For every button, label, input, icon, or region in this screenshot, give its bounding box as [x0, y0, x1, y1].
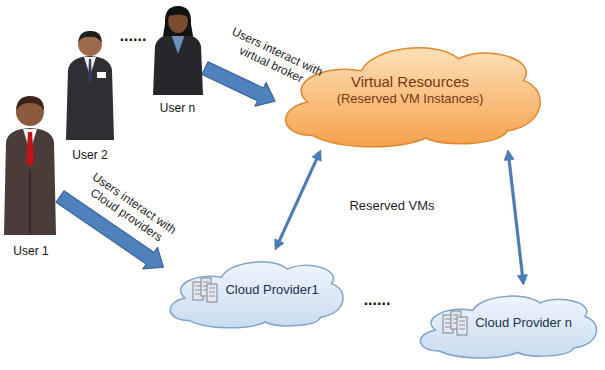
fringe [168, 8, 189, 18]
server-slot [445, 318, 451, 319]
hair [16, 96, 44, 110]
node-title: User n [160, 101, 195, 115]
provider-cloud: Cloud Provider1 [163, 250, 346, 330]
hair [78, 31, 102, 42]
tie [26, 132, 34, 167]
server-slot [453, 314, 459, 315]
user-node: User 1 [2, 95, 60, 258]
edge-group-label: Reserved VMs [349, 198, 434, 213]
server-slot [209, 296, 215, 297]
server-slot [195, 290, 201, 291]
server-slot [209, 292, 215, 293]
server-slot [445, 322, 451, 323]
cloud-shape [421, 296, 597, 358]
user-figure [66, 31, 114, 140]
suit [66, 56, 114, 140]
server-slot [195, 286, 201, 287]
node-title: Cloud Provider n [475, 315, 572, 331]
ellipsis: ...... [120, 27, 147, 45]
server-slot [195, 294, 201, 295]
server-slot [203, 282, 209, 283]
server-box [207, 284, 217, 302]
server-slot [209, 288, 215, 289]
suit-seam [29, 170, 31, 235]
hair [163, 6, 193, 36]
user-figure [153, 6, 203, 95]
server-slot [459, 324, 465, 325]
server-slot [445, 326, 451, 327]
badge [97, 72, 106, 78]
virtual-resources-cloud: Virtual Resources(Reserved VM Instances) [275, 30, 545, 150]
server-icon [191, 276, 219, 304]
node-title: Virtual Resources [351, 73, 469, 91]
cloud-shape [286, 48, 541, 147]
suit [4, 128, 56, 235]
server-icon [441, 309, 469, 337]
double-arrow [275, 150, 321, 250]
cloud-shape [171, 262, 344, 328]
tie [88, 59, 92, 84]
jacket [153, 33, 203, 95]
user-figure [4, 96, 56, 235]
user-node: User n [150, 5, 205, 115]
top [171, 34, 185, 54]
double-arrow [504, 150, 527, 285]
node-subtitle: (Reserved VM Instances) [337, 91, 484, 107]
server-slot [459, 320, 465, 321]
node-title: User 2 [72, 148, 107, 162]
user-node: User 2 [65, 30, 115, 162]
node-title: Cloud Provider1 [225, 282, 318, 298]
server-box [457, 317, 467, 335]
provider-cloud: Cloud Provider n [413, 285, 600, 360]
server-slot [459, 328, 465, 329]
node-title: User 1 [13, 244, 48, 258]
ellipsis: ...... [364, 291, 391, 309]
